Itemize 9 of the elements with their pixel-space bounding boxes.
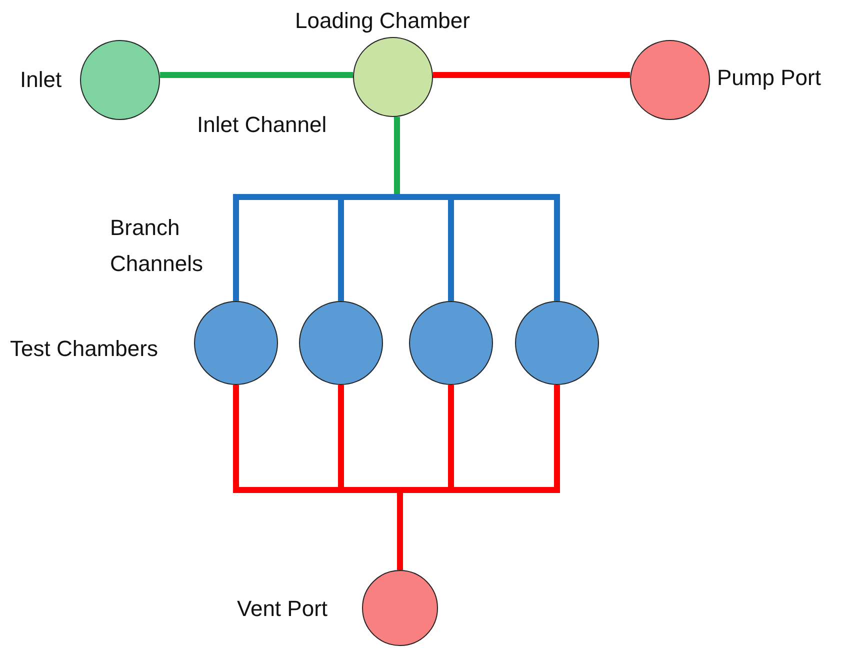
chamber-label: Vent Port [237, 596, 328, 622]
part-label: Branch Channels [110, 214, 204, 278]
channel-line [160, 72, 353, 78]
part-label: Inlet Channel [197, 112, 327, 138]
part-label: Test Chambers [10, 336, 158, 362]
chamber-label: Pump Port [717, 65, 821, 91]
chamber-label: Loading Chamber [295, 8, 470, 34]
channel-line [433, 72, 630, 78]
chamber-label: Inlet [20, 67, 62, 93]
